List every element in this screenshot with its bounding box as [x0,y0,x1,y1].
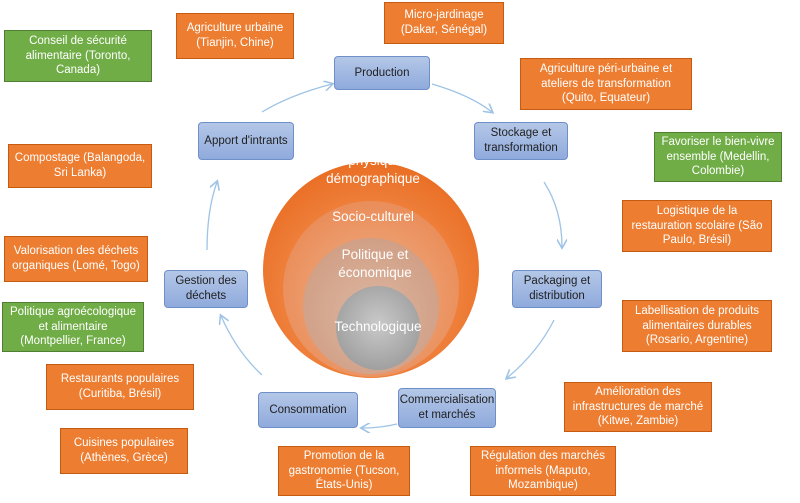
circle-label-biophysique: Biophysique et démographique [326,153,420,186]
arrow-commercialisation-consommation [362,424,398,428]
example-agriculture-urbaine: Agriculture urbaine (Tianjin, Chine) [176,13,294,59]
example-peri-urbaine: Agriculture péri-urbaine et ateliers de … [520,58,692,110]
circle-label-socio-culturel: Socio-culturel [332,209,414,224]
arrow-stockage-packaging [543,181,562,247]
stage-consommation: Consommation [258,392,358,428]
arrow-apport-production [261,84,332,113]
arrow-gestion-apport [206,182,217,251]
example-politique-agroecologique: Politique agroécologique et alimentaire … [2,302,144,352]
example-marches-informels: Régulation des marchés informels (Maputo… [470,446,616,496]
example-valorisation: Valorisation des déchets organiques (Lom… [4,236,148,282]
circle-inner [336,286,420,370]
example-labellisation: Labellisation de produits alimentaires d… [622,300,772,352]
example-conseil: Conseil de sécurité alimentaire (Toronto… [4,30,152,82]
stage-production: Production [334,56,430,90]
example-cuisines: Cuisines populaires (Athènes, Grèce) [60,428,188,474]
stage-packaging: Packaging et distribution [512,270,602,308]
arrow-consommation-gestion [221,316,263,376]
stage-gestion: Gestion des déchets [164,270,248,308]
example-bien-vivre: Favoriser le bien-vivre ensemble (Medell… [654,132,782,182]
stage-apport: Apport d'intrants [198,122,294,160]
stage-commercialisation: Commercialisation et marchés [398,388,496,428]
circle-label-technologique: Technologique [334,319,422,334]
stage-stockage: Stockage et transformation [474,122,568,160]
arrow-packaging-commercialisation [507,319,555,378]
example-gastronomie: Promotion de la gastronomie (Tucson, Éta… [278,446,410,496]
arrow-production-stockage [431,83,492,112]
example-compostage: Compostage (Balangoda, Sri Lanka) [8,144,152,188]
example-micro-jardinage: Micro-jardinage (Dakar, Sénégal) [384,2,504,44]
circle-label-politique: Politique et économique [338,247,412,280]
example-restaurants: Restaurants populaires (Curitiba, Brésil… [46,364,194,410]
example-infrastructures: Amélioration des infrastructures de marc… [564,382,712,432]
example-restauration-scolaire: Logistique de la restauration scolaire (… [622,200,772,252]
